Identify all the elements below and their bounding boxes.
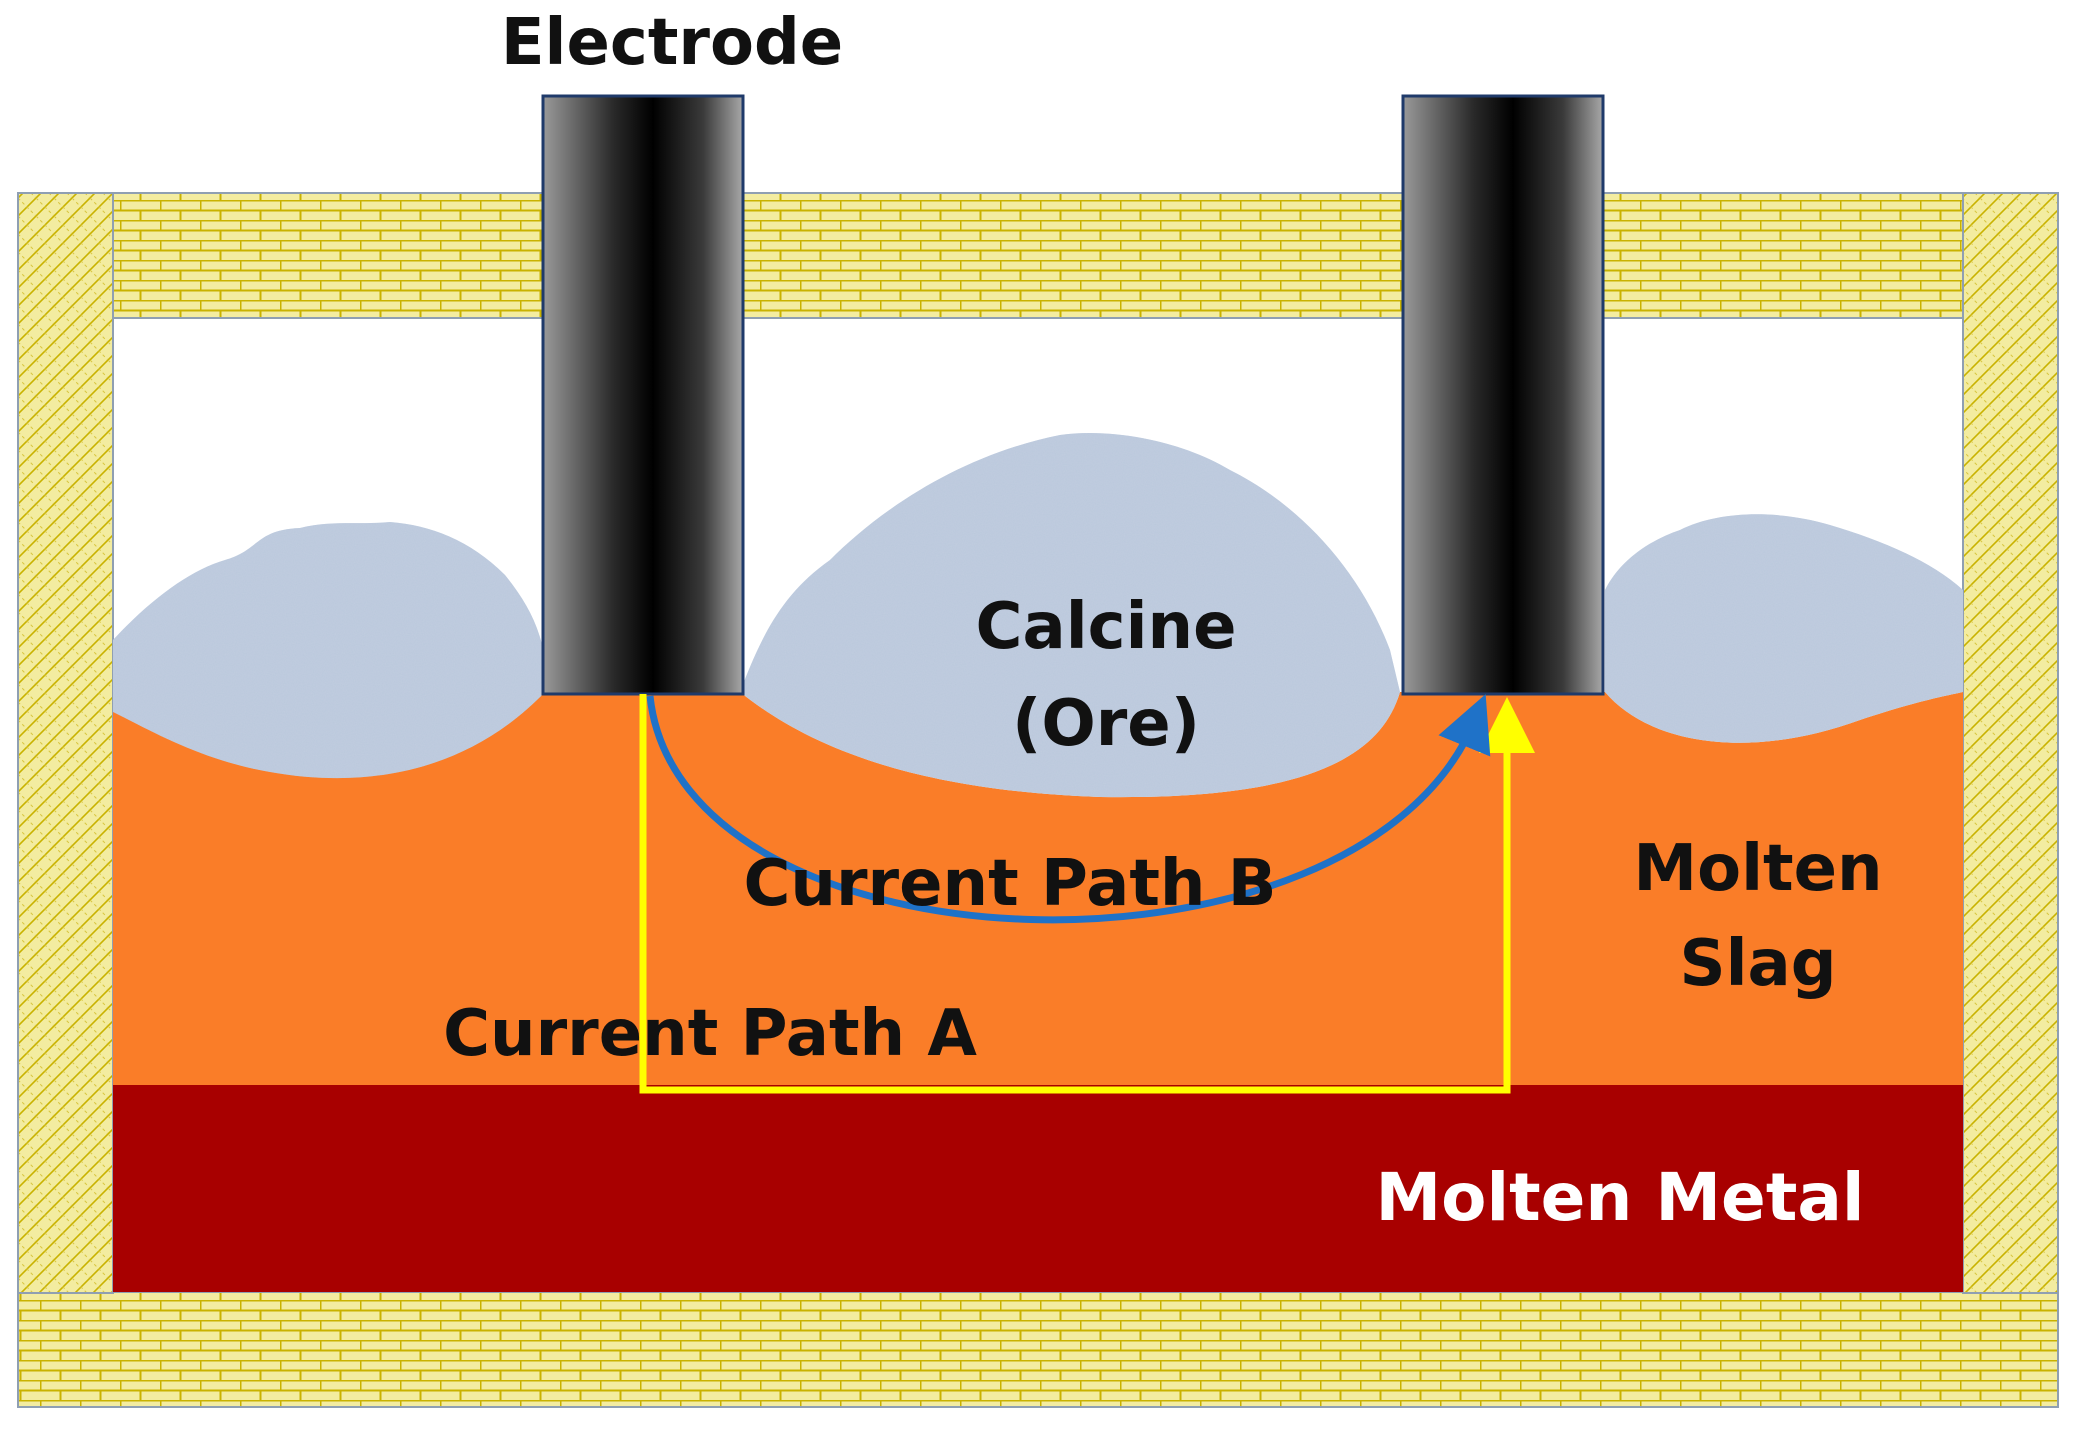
refractory-right-wall xyxy=(1962,192,2059,1294)
current-path-b-arc xyxy=(646,694,1491,924)
calcine-heap-left xyxy=(113,522,545,779)
refractory-roof xyxy=(17,192,2059,319)
refractory-left-wall xyxy=(17,192,114,1294)
current-path-b-label: Current Path B xyxy=(743,847,1276,921)
molten-slag-label-line2: Slag xyxy=(1679,927,1836,1001)
electrode-label: Electrode xyxy=(501,6,843,80)
calcine-heap-center xyxy=(740,433,1400,798)
molten-metal-label: Molten Metal xyxy=(1375,1159,1864,1236)
current-path-a-label: Current Path A xyxy=(443,997,977,1071)
calcine-heap-right xyxy=(1605,514,1963,743)
calcine-label-line1: Calcine xyxy=(976,590,1237,664)
current-path-a-line xyxy=(639,694,1535,1094)
molten-slag xyxy=(113,692,1963,1085)
electrode-left xyxy=(541,94,745,696)
calcine-label-line2: (Ore) xyxy=(1012,687,1200,761)
electrode-right xyxy=(1401,94,1605,696)
molten-slag-label-line1: Molten xyxy=(1633,832,1882,906)
refractory-floor xyxy=(17,1291,2059,1408)
molten-metal xyxy=(113,1085,1963,1292)
